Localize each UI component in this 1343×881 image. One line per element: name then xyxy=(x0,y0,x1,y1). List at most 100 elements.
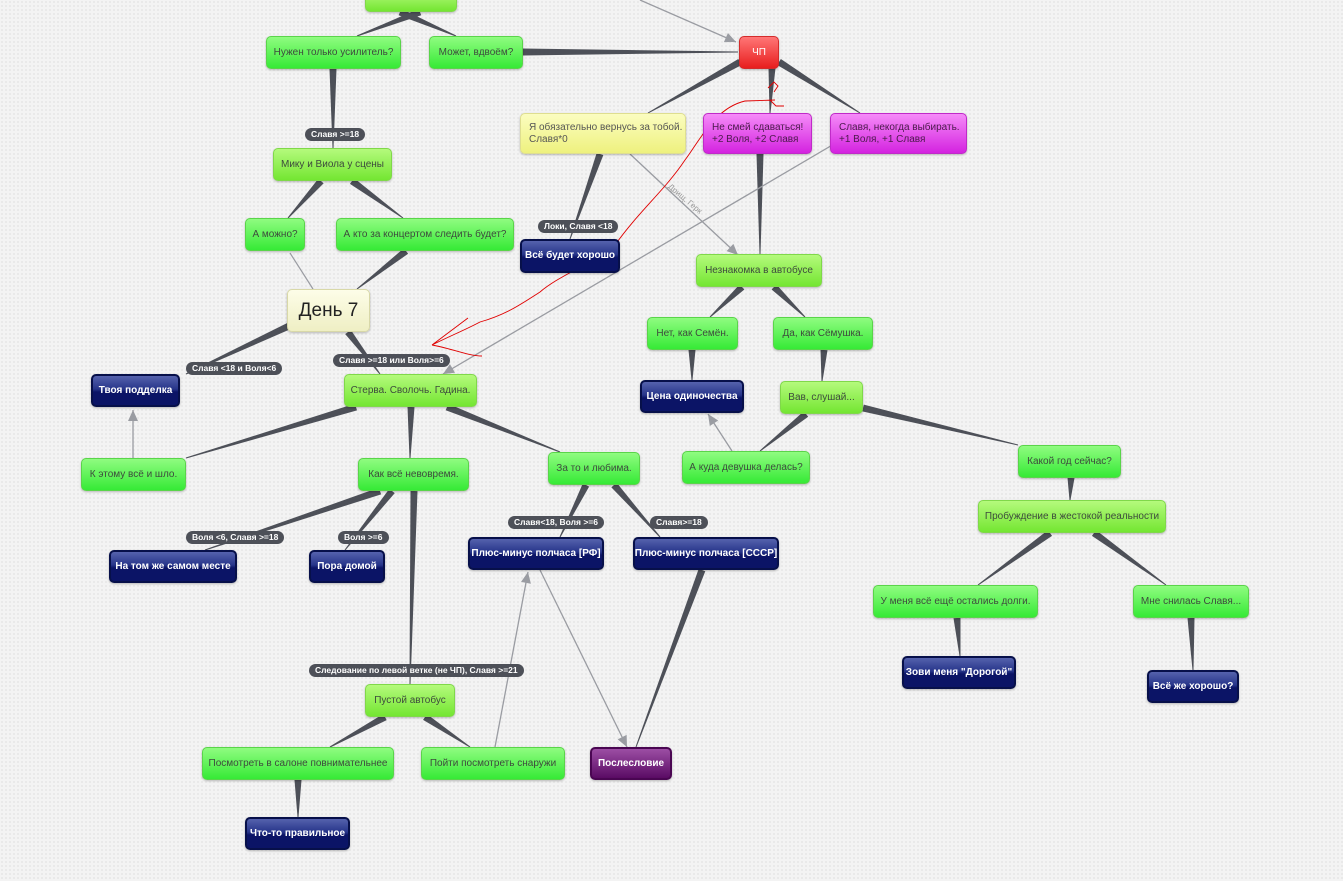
node-zovi[interactable]: Зови меня "Дорогой" xyxy=(902,656,1016,689)
node-amozhno[interactable]: А можно? xyxy=(245,218,305,251)
node-net[interactable]: Нет, как Семён. xyxy=(647,317,738,350)
node-label: День 7 xyxy=(298,299,359,321)
connection-edge xyxy=(635,568,706,748)
connection-edge xyxy=(756,154,764,254)
arrowhead-icon xyxy=(521,572,531,584)
connection-edge xyxy=(329,713,387,748)
node-poslesl[interactable]: Послесловие xyxy=(590,747,672,780)
connection-edge xyxy=(688,350,696,380)
node-label: К этому всё и шло. xyxy=(89,468,178,480)
node-n1[interactable]: Нужен только усилитель? xyxy=(266,36,401,69)
condition-label: Славя>=18 xyxy=(650,516,708,529)
node-poiti[interactable]: Пойти посмотреть снаружи xyxy=(421,747,565,780)
node-sssr[interactable]: Плюс-минус полчаса [СССР] xyxy=(633,537,779,570)
connection-edge xyxy=(647,58,742,114)
node-label: Пора домой xyxy=(317,560,377,572)
arrowhead-icon xyxy=(723,33,736,43)
connection-edge xyxy=(349,178,404,219)
node-vav[interactable]: Вав, слушай... xyxy=(780,381,863,414)
node-kak[interactable]: Как всё невовремя. xyxy=(358,458,469,491)
connection-edge xyxy=(289,252,314,290)
node-label: Пробуждение в жестокой реальности xyxy=(984,510,1160,522)
connection-edge xyxy=(356,248,409,290)
node-label: Может, вдвоём? xyxy=(438,46,514,58)
node-label: Что-то правильное xyxy=(249,827,346,839)
node-chto[interactable]: Что-то правильное xyxy=(245,817,350,850)
connection-edge xyxy=(423,714,471,748)
node-label: Посмотреть в салоне повнимательнее xyxy=(208,757,388,769)
connection-edge xyxy=(771,284,806,318)
connection-edge xyxy=(862,404,1019,446)
node-label: Всё будет хорошо xyxy=(525,250,616,261)
node-n2[interactable]: Может, вдвоём? xyxy=(429,36,523,69)
connection-edge xyxy=(1187,617,1195,671)
node-da[interactable]: Да, как Сёмушка. xyxy=(773,317,873,350)
connection-edge xyxy=(953,617,961,657)
condition-label: Следование по левой ветке (не ЧП), Славя… xyxy=(309,664,524,677)
connection-edge xyxy=(398,8,457,37)
node-nesmei[interactable]: Не смей сдаваться! +2 Воля, +2 Славя xyxy=(703,113,812,154)
condition-label: Воля >=6 xyxy=(338,531,389,544)
node-den7[interactable]: День 7 xyxy=(287,289,370,332)
node-label: Да, как Сёмушка. xyxy=(782,327,864,339)
node-akuda[interactable]: А куда девушка делась? xyxy=(682,451,810,484)
node-probuzh[interactable]: Пробуждение в жестокой реальности xyxy=(978,500,1166,533)
condition-label: Воля <6, Славя >=18 xyxy=(186,531,285,544)
node-dolgi[interactable]: У меня всё ещё остались долги. xyxy=(873,585,1038,618)
node-label: Вав, слушай... xyxy=(788,391,855,403)
node-slavya[interactable]: Славя, некогда выбирать. +1 Воля, +1 Сла… xyxy=(830,113,967,154)
node-label: Пойти посмотреть снаружи xyxy=(429,757,557,769)
node-tvoya[interactable]: Твоя подделка xyxy=(91,374,180,407)
connection-edge xyxy=(1091,530,1167,586)
connection-edge xyxy=(294,780,302,817)
node-top[interactable] xyxy=(365,0,457,12)
arrow-edge xyxy=(442,126,864,375)
node-cena[interactable]: Цена одиночества xyxy=(640,380,744,413)
condition-label: Славя <18 и Воля<6 xyxy=(186,362,283,375)
node-snilas[interactable]: Мне снилась Славя... xyxy=(1133,585,1249,618)
node-pora[interactable]: Пора домой xyxy=(309,550,385,583)
node-label: А можно? xyxy=(252,228,298,240)
node-label: Мне снилась Славя... xyxy=(1140,595,1242,607)
node-label: Всё же хорошо? xyxy=(1152,680,1234,692)
node-label: Я обязательно вернусь за тобой. Славя*0 xyxy=(529,121,683,145)
connection-edge xyxy=(287,178,324,219)
node-yellow[interactable]: Я обязательно вернусь за тобой. Славя*0 xyxy=(520,113,686,154)
condition-label: Славя >=18 или Воля>=6 xyxy=(333,354,450,367)
arrow-edge xyxy=(639,0,737,43)
node-label: Мику и Виола у сцены xyxy=(281,158,384,170)
arrow-edge xyxy=(539,569,628,748)
node-vsebudet[interactable]: Всё будет хорошо xyxy=(520,239,620,273)
arrowhead-icon xyxy=(128,410,138,421)
connection-edge xyxy=(185,403,358,459)
node-neznak[interactable]: Незнакомка в автобусе xyxy=(696,254,822,287)
node-sterva[interactable]: Стерва. Сволочь. Гадина. xyxy=(344,374,477,407)
node-label: Не смей сдаваться! +2 Воля, +2 Славя xyxy=(712,121,804,145)
connection-edge xyxy=(977,530,1053,586)
connection-edge xyxy=(407,406,415,459)
node-kakoy[interactable]: Какой год сейчас? xyxy=(1018,445,1121,478)
arrow-edge xyxy=(494,571,529,748)
node-label: Плюс-минус полчаса [РФ] xyxy=(471,547,601,559)
node-label: Незнакомка в автобусе xyxy=(705,264,813,276)
arrowhead-icon xyxy=(726,243,738,255)
node-zato[interactable]: За то и любима. xyxy=(548,452,640,485)
arrowhead-icon xyxy=(617,734,627,747)
connection-edge xyxy=(777,59,861,114)
node-pustoy[interactable]: Пустой автобус xyxy=(365,684,455,717)
connection-edge xyxy=(611,482,661,538)
node-label: Какой год сейчас? xyxy=(1027,455,1112,467)
node-vsezhe[interactable]: Всё же хорошо? xyxy=(1147,670,1239,703)
node-chp[interactable]: ЧП xyxy=(739,36,779,69)
node-posmotret[interactable]: Посмотреть в салоне повнимательнее xyxy=(202,747,394,780)
node-label: А куда девушка делась? xyxy=(689,461,803,473)
node-akto[interactable]: А кто за концертом следить будет? xyxy=(336,218,514,251)
node-rf[interactable]: Плюс-минус полчаса [РФ] xyxy=(468,537,604,570)
node-label: Плюс-минус полчаса [СССР] xyxy=(634,547,778,559)
node-ketomu[interactable]: К этому всё и шло. xyxy=(81,458,186,491)
node-natom[interactable]: На том же самом месте xyxy=(109,550,237,583)
node-miku[interactable]: Мику и Виола у сцены xyxy=(273,148,392,181)
connection-edge xyxy=(820,349,828,382)
connection-edge xyxy=(559,483,590,538)
node-label: Цена одиночества xyxy=(646,390,738,402)
